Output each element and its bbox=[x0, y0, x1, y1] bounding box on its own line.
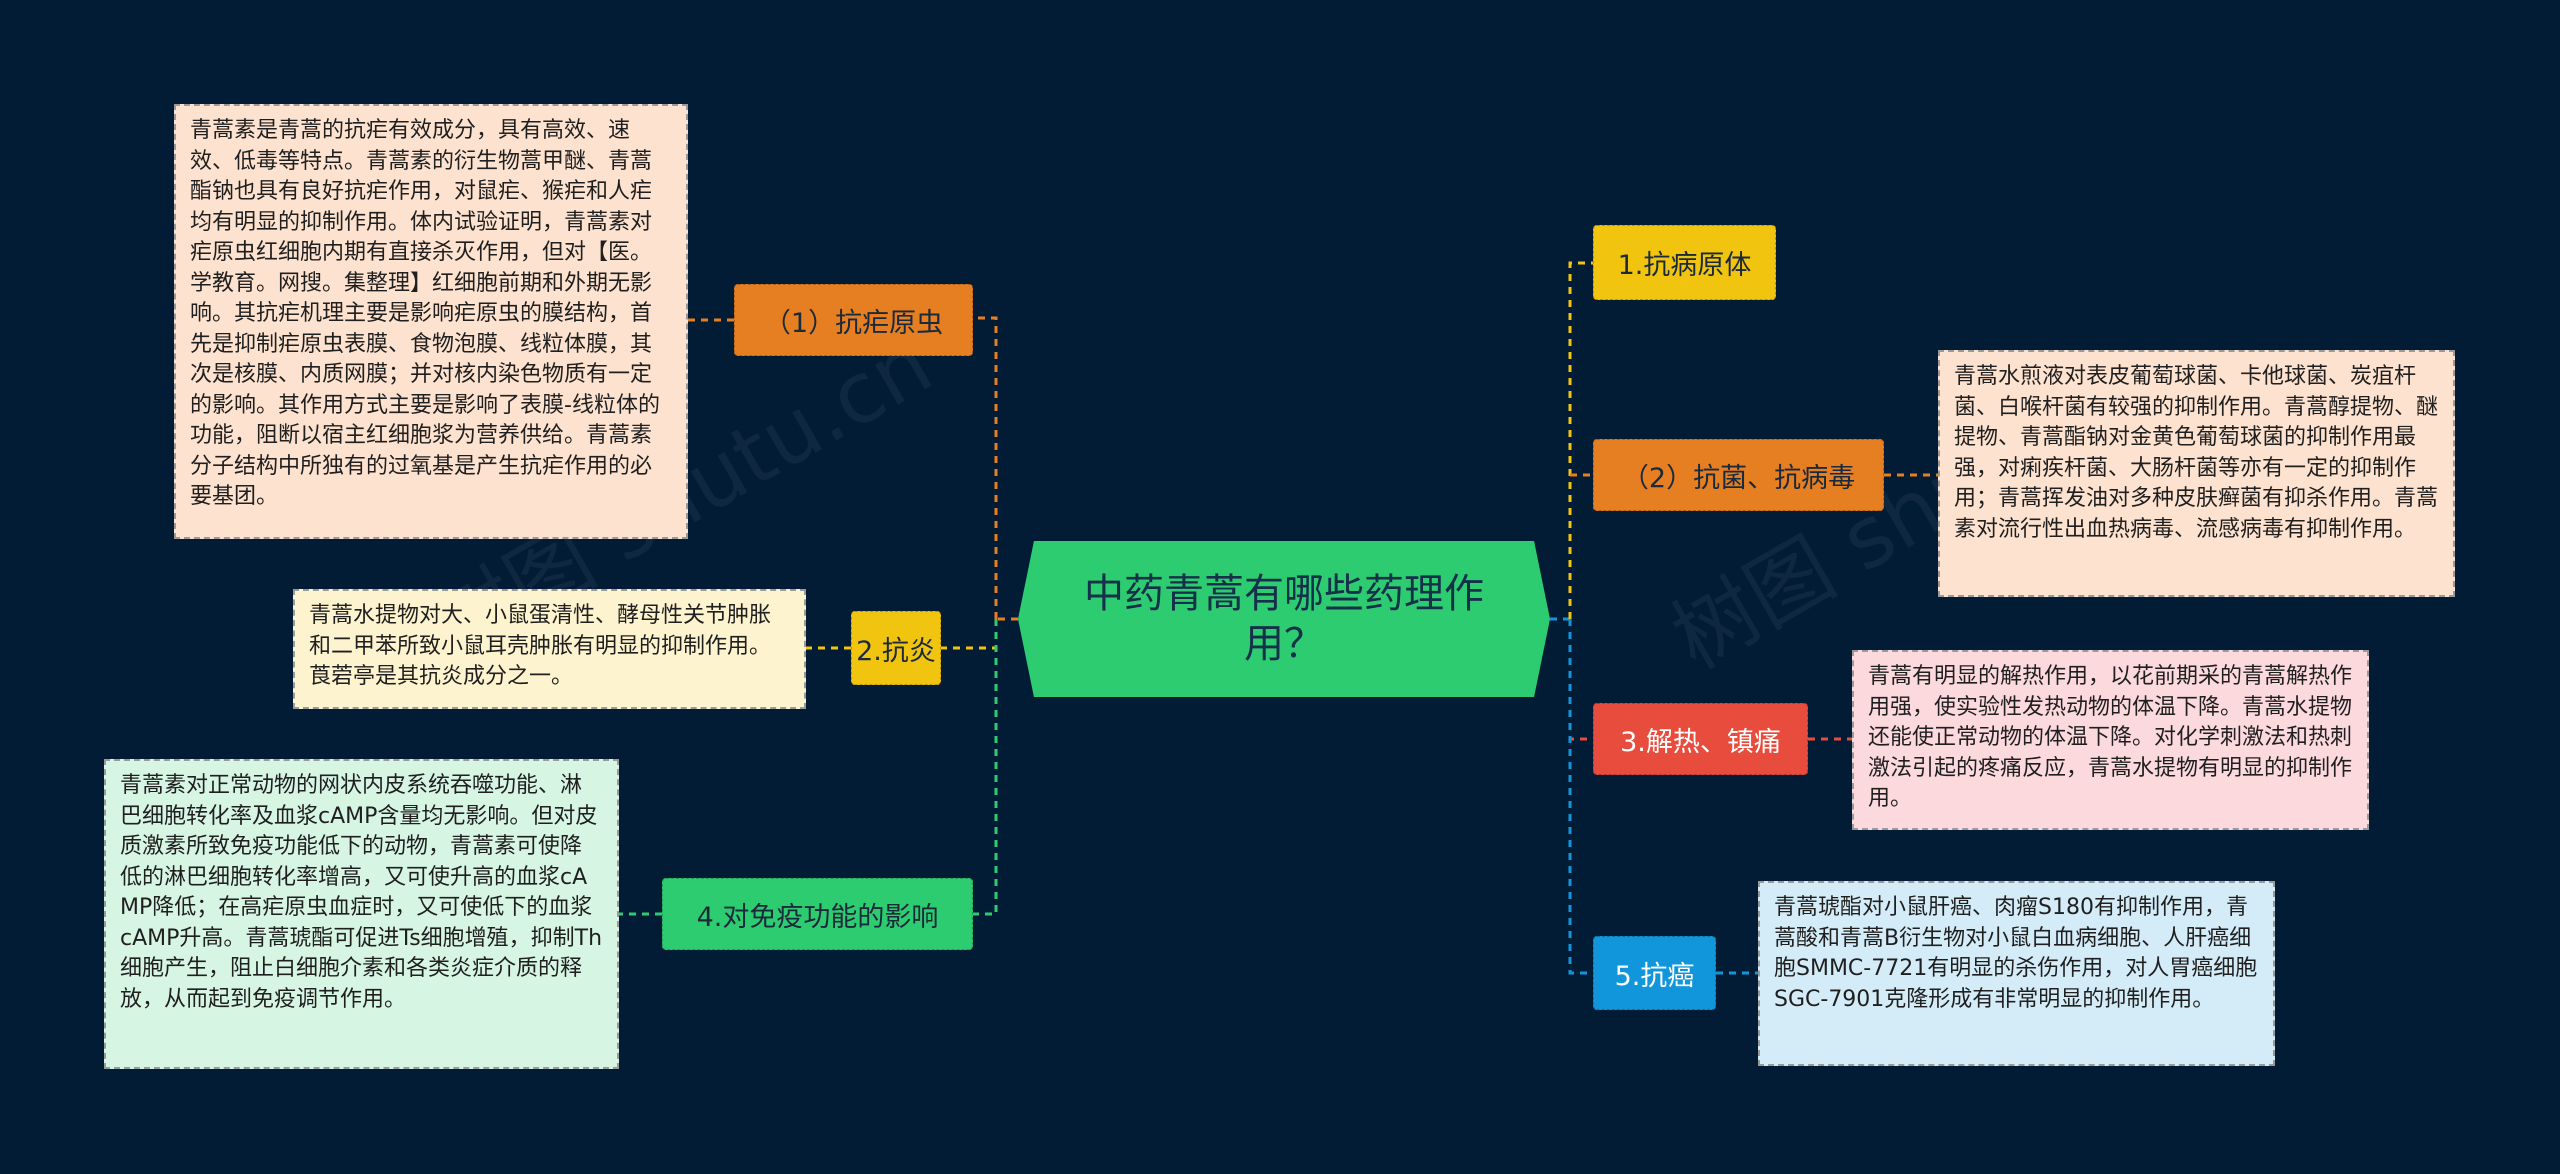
branch-label: 5.抗癌 bbox=[1614, 960, 1695, 992]
branch-antibacterial-antiviral[interactable]: （2）抗菌、抗病毒 bbox=[1593, 439, 1884, 511]
connector-line bbox=[973, 316, 998, 619]
connector-line bbox=[973, 619, 998, 916]
note-text: 青蒿水煎液对表皮葡萄球菌、卡他球菌、炭疽杆菌、白喉杆菌有较强的抑制作用。青蒿醇提… bbox=[1954, 364, 2439, 542]
branch-antipyretic-analgesic[interactable]: 3.解热、镇痛 bbox=[1593, 703, 1808, 775]
note-text: 青蒿琥酯对小鼠肝癌、肉瘤S180有抑制作用，青蒿酸和青蒿B衍生物对小鼠白血病细胞… bbox=[1774, 895, 2258, 1012]
note-antipyretic-analgesic[interactable]: 青蒿有明显的解热作用，以花前期采的青蒿解热作用强，使实验性发热动物的体温下降。青… bbox=[1852, 650, 2369, 830]
note-anticancer[interactable]: 青蒿琥酯对小鼠肝癌、肉瘤S180有抑制作用，青蒿酸和青蒿B衍生物对小鼠白血病细胞… bbox=[1758, 881, 2275, 1066]
connector-line bbox=[1568, 261, 1593, 619]
note-antibacterial-antiviral[interactable]: 青蒿水煎液对表皮葡萄球菌、卡他球菌、炭疽杆菌、白喉杆菌有较强的抑制作用。青蒿醇提… bbox=[1938, 350, 2455, 597]
connector-line bbox=[1568, 619, 1593, 741]
branch-label: 4.对免疫功能的影响 bbox=[696, 901, 939, 933]
note-text: 青蒿水提物对大、小鼠蛋清性、酵母性关节肿胀和二甲苯所致小鼠耳壳肿胀有明显的抑制作… bbox=[309, 603, 772, 689]
root-title: 中药青蒿有哪些药理作用？ bbox=[1084, 571, 1484, 667]
branch-label: （1）抗疟原虫 bbox=[763, 307, 944, 339]
connector-line bbox=[941, 619, 998, 650]
branch-label: 3.解热、镇痛 bbox=[1620, 726, 1781, 758]
note-anti-malaria[interactable]: 青蒿素是青蒿的抗疟有效成分，具有高效、速效、低毒等特点。青蒿素的衍生物蒿甲醚、青… bbox=[174, 104, 688, 539]
branch-anti-inflammatory[interactable]: 2.抗炎 bbox=[851, 611, 941, 685]
note-immune-function[interactable]: 青蒿素对正常动物的网状内皮系统吞噬功能、淋巴细胞转化率及血浆cAMP含量均无影响… bbox=[104, 759, 619, 1069]
branch-label: 1.抗病原体 bbox=[1617, 250, 1752, 281]
branch-anti-malaria[interactable]: （1）抗疟原虫 bbox=[734, 284, 973, 356]
note-text: 青蒿有明显的解热作用，以花前期采的青蒿解热作用强，使实验性发热动物的体温下降。青… bbox=[1868, 664, 2353, 811]
branch-label: 2.抗炎 bbox=[856, 635, 936, 667]
branch-anti-pathogen[interactable]: 1.抗病原体 bbox=[1593, 225, 1776, 300]
note-anti-inflammatory[interactable]: 青蒿水提物对大、小鼠蛋清性、酵母性关节肿胀和二甲苯所致小鼠耳壳肿胀有明显的抑制作… bbox=[293, 589, 806, 709]
note-text: 青蒿素是青蒿的抗疟有效成分，具有高效、速效、低毒等特点。青蒿素的衍生物蒿甲醚、青… bbox=[190, 118, 660, 509]
branch-immune-function[interactable]: 4.对免疫功能的影响 bbox=[662, 878, 973, 950]
branch-label: （2）抗菌、抗病毒 bbox=[1621, 462, 1856, 494]
note-text: 青蒿素对正常动物的网状内皮系统吞噬功能、淋巴细胞转化率及血浆cAMP含量均无影响… bbox=[120, 773, 603, 1012]
root-topic[interactable]: 中药青蒿有哪些药理作用？ bbox=[1018, 541, 1550, 697]
branch-anticancer[interactable]: 5.抗癌 bbox=[1593, 936, 1716, 1010]
connector-line bbox=[1568, 619, 1593, 975]
